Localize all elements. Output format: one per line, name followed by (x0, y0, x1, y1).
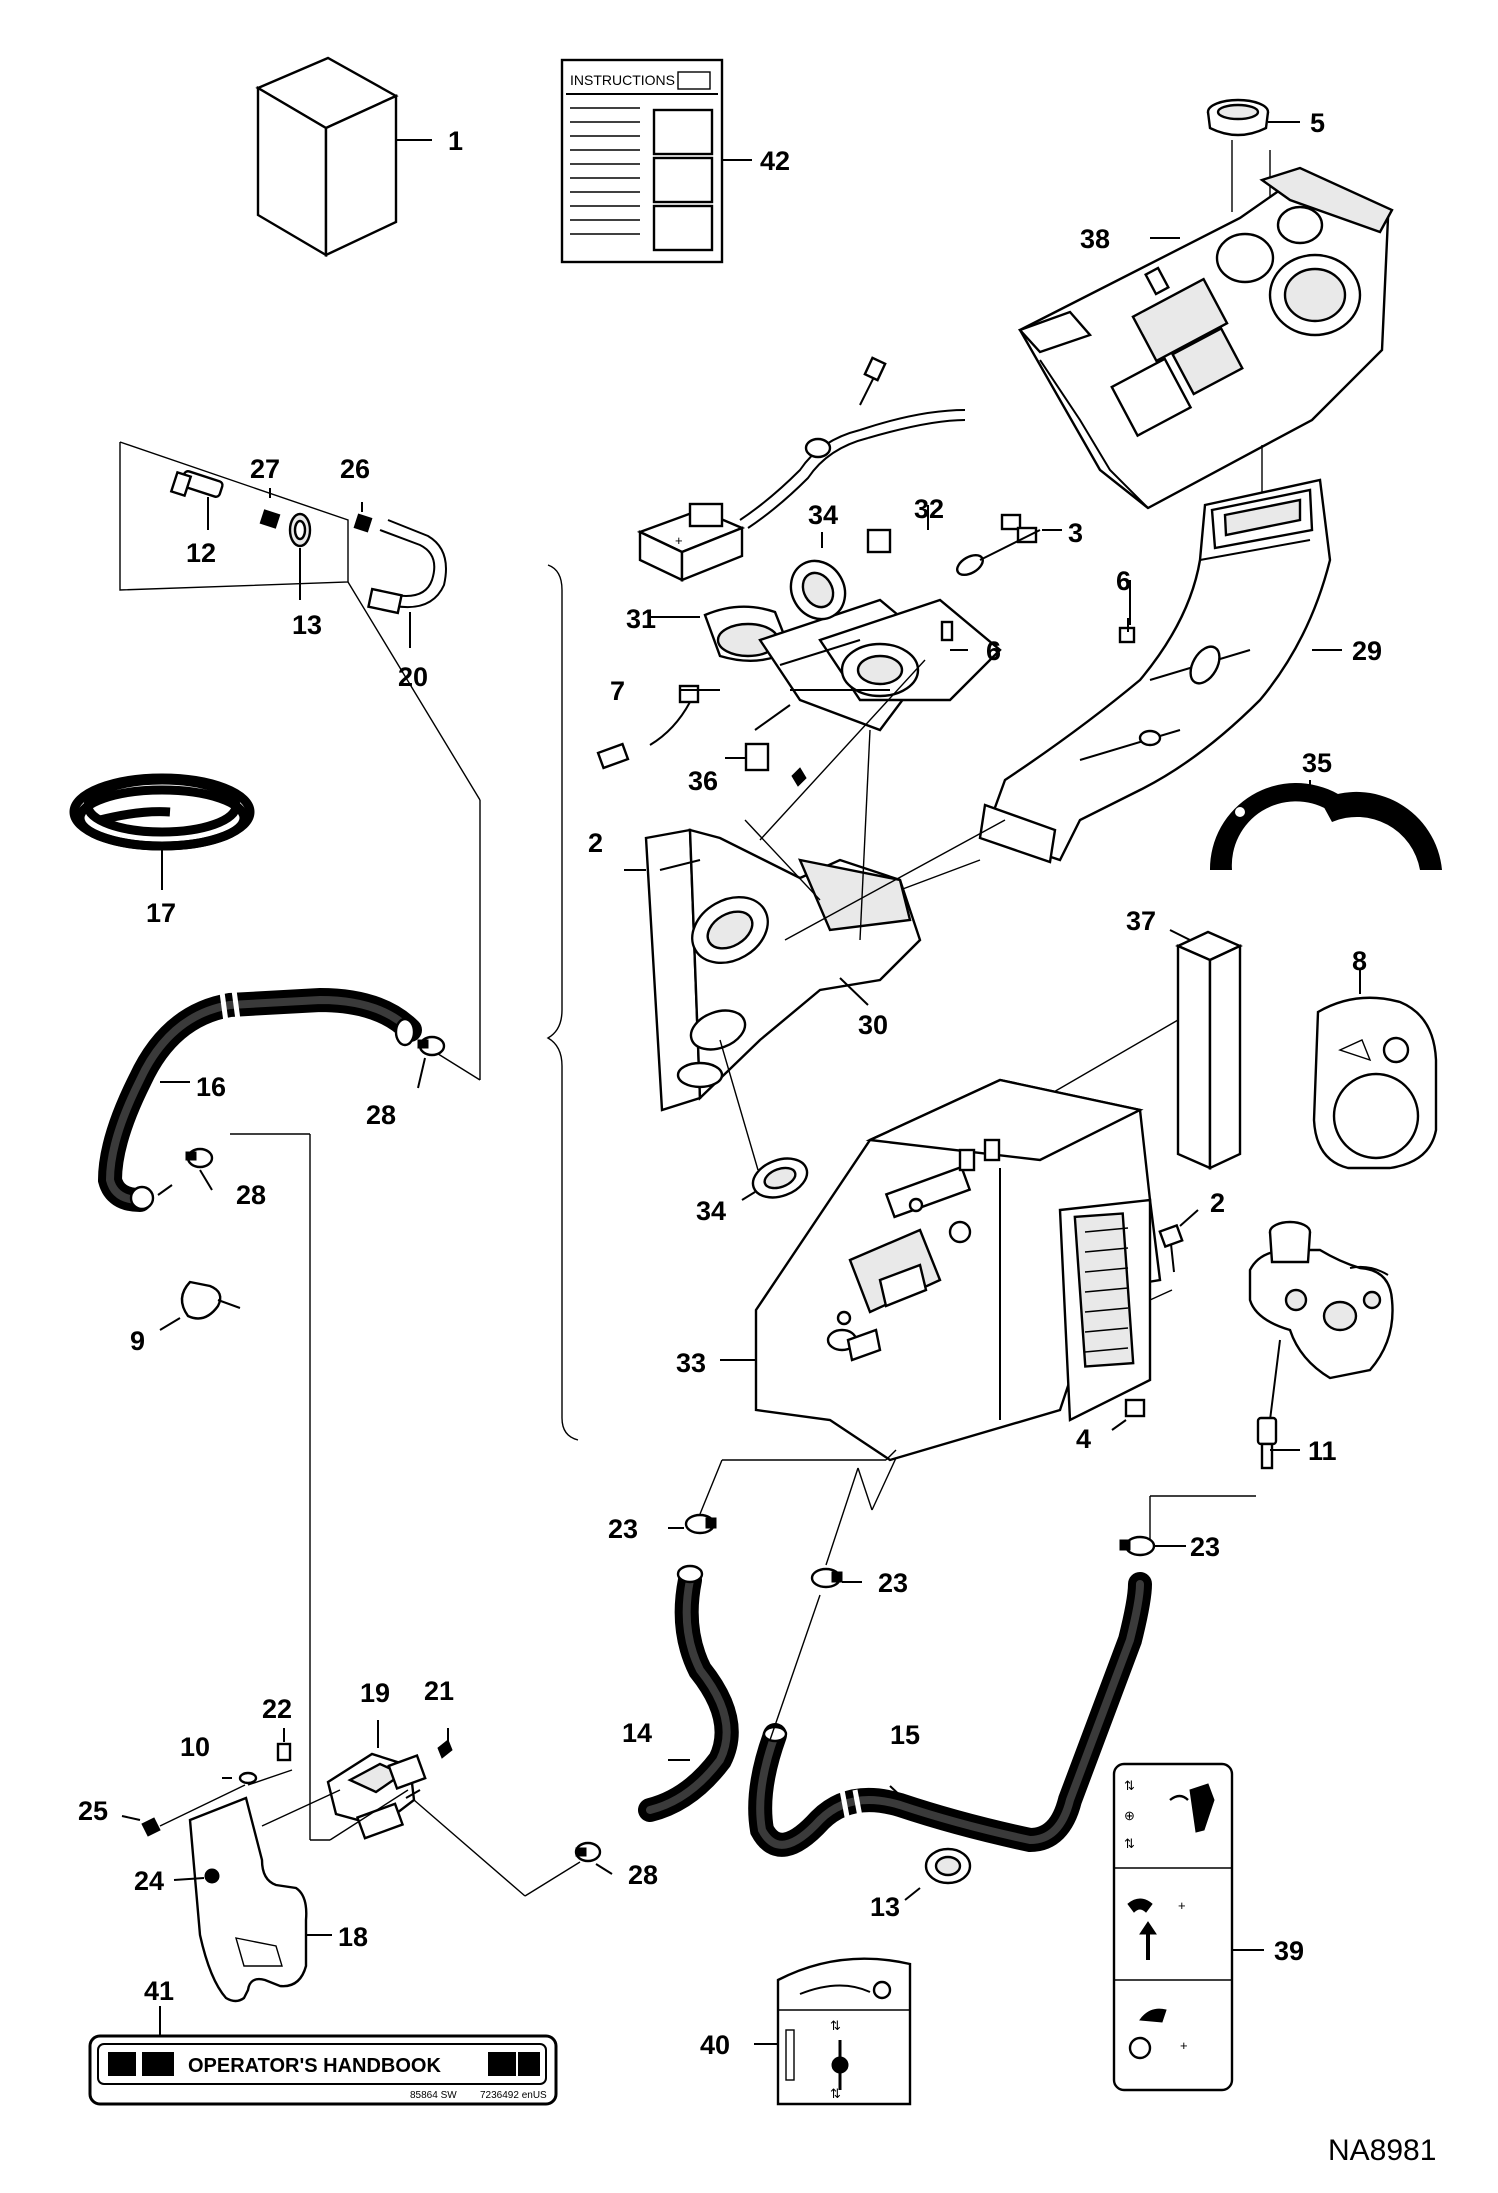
callout-34-lower: 34 (696, 1196, 726, 1226)
callout-35: 35 (1302, 748, 1332, 778)
part-37-foam-block (1039, 929, 1243, 1170)
water-valve-casting (1149, 1220, 1394, 1540)
svg-text:⇅: ⇅ (1124, 1836, 1135, 1851)
callout-37: 37 (1126, 906, 1156, 936)
callout-31: 31 (626, 604, 656, 634)
handbook-code-1: 85864 SW (410, 2090, 457, 2101)
callout-26: 26 (340, 454, 370, 484)
callout-13-lower: 13 (870, 1892, 900, 1922)
callout-2-upper: 2 (588, 828, 603, 858)
callout-34: 34 (808, 500, 838, 530)
callout-13: 13 (292, 610, 322, 640)
callout-17: 17 (146, 898, 176, 928)
callout-2-lower: 2 (1210, 1188, 1225, 1218)
callout-6-upper: 6 (1116, 566, 1131, 596)
callout-29: 29 (1352, 636, 1382, 666)
callout-19: 19 (360, 1678, 390, 1708)
callout-28-lower: 28 (628, 1860, 658, 1890)
callout-16: 16 (196, 1072, 226, 1102)
svg-text:+: + (1180, 2038, 1188, 2053)
part-16-heater-hose (97, 581, 481, 1212)
figure-id: NA8981 (1328, 2134, 1436, 2167)
callout-18: 18 (338, 1922, 368, 1952)
part-40-decal: ⇅ ⇅ (754, 1957, 912, 2106)
part-17-coiled-hose (69, 773, 255, 890)
grommet-13-lower (904, 1847, 972, 1901)
clip-4 (1111, 1398, 1146, 1431)
part-1-box (255, 56, 432, 258)
svg-text:⇅: ⇅ (830, 2086, 841, 2101)
switch-bracket-assembly (121, 1133, 581, 2003)
callout-24: 24 (134, 1866, 164, 1896)
callout-10: 10 (180, 1732, 210, 1762)
callout-25: 25 (78, 1796, 108, 1826)
callout-23-right: 23 (1190, 1532, 1220, 1562)
instructions-title: INSTRUCTIONS (570, 72, 675, 88)
callout-15: 15 (890, 1720, 920, 1750)
callout-33: 33 (676, 1348, 706, 1378)
callout-20: 20 (398, 662, 428, 692)
clamp-23-right (1119, 1535, 1186, 1557)
callout-28-middle: 28 (236, 1180, 266, 1210)
part-5-grommet (1206, 98, 1300, 212)
callout-12: 12 (186, 538, 216, 568)
callout-22: 22 (262, 1694, 292, 1724)
callout-38: 38 (1080, 224, 1110, 254)
handbook-title: OPERATOR'S HANDBOOK (188, 2055, 441, 2077)
clamp-28-middle (157, 1147, 214, 1196)
svg-text:+: + (675, 533, 683, 548)
callout-8: 8 (1352, 946, 1367, 976)
callout-5: 5 (1310, 108, 1325, 138)
callout-23-middle: 23 (878, 1568, 908, 1598)
callout-36: 36 (688, 766, 718, 796)
part-34-grommet-lower (741, 1157, 809, 1201)
callout-30: 30 (858, 1010, 888, 1040)
svg-text:+: + (1178, 1898, 1186, 1913)
callout-32: 32 (914, 494, 944, 524)
callout-42: 42 (760, 146, 790, 176)
left-bracket-outline (546, 564, 579, 1441)
part-39-decal: ⇅ ⊕ ⇅ + + (1112, 1762, 1264, 2092)
part-30-front-housing (624, 659, 1006, 1171)
callout-27: 27 (250, 454, 280, 484)
callout-3: 3 (1068, 518, 1083, 548)
part-35-decal (1209, 780, 1442, 870)
callout-28-upper: 28 (366, 1100, 396, 1130)
callout-23-left: 23 (608, 1514, 638, 1544)
clamp-28-lower (574, 1841, 613, 1875)
part-15-hose (748, 1572, 1152, 1857)
callout-6-lower: 6 (986, 636, 1001, 666)
callout-41: 41 (144, 1976, 174, 2006)
control-panel-assembly (596, 505, 1136, 787)
part-8-decal (1312, 970, 1438, 1170)
part-41-operators-handbook: OPERATOR'S HANDBOOK 85864 SW 7236492 enU… (88, 2006, 558, 2106)
callout-11: 11 (1308, 1436, 1337, 1466)
callout-9: 9 (130, 1326, 145, 1356)
part-33-heater-housing (720, 1078, 1162, 1462)
svg-text:⇅: ⇅ (830, 2018, 841, 2033)
bolt-2-lower (1149, 1209, 1199, 1301)
part-42-instructions-sheet: INSTRUCTIONS (560, 58, 752, 264)
heater-harness-connector-box: + (636, 356, 966, 582)
clamp-23-left (668, 1449, 897, 1535)
clamp-23-middle (769, 1457, 897, 1741)
callout-21: 21 (424, 1676, 454, 1706)
callout-39: 39 (1274, 1936, 1304, 1966)
svg-text:⊕: ⊕ (1124, 1808, 1135, 1823)
callout-4: 4 (1076, 1424, 1091, 1454)
fitting-assembly-top-left (119, 441, 447, 648)
callout-14: 14 (622, 1718, 652, 1748)
handbook-code-2: 7236492 enUS (480, 2090, 547, 2101)
callout-1: 1 (448, 126, 463, 156)
clamp-28-upper (417, 1035, 446, 1089)
callout-40: 40 (700, 2030, 730, 2060)
part-29-air-duct (899, 478, 1342, 891)
part-9-clamp (159, 1280, 241, 1331)
svg-text:⇅: ⇅ (1124, 1778, 1135, 1793)
part-38-console-housing (1017, 166, 1394, 510)
part-14-hose (638, 1564, 739, 1822)
callout-7: 7 (610, 676, 625, 706)
callout-labels: 1 42 5 38 27 26 12 13 20 34 32 3 6 31 6 … (78, 108, 1382, 2060)
